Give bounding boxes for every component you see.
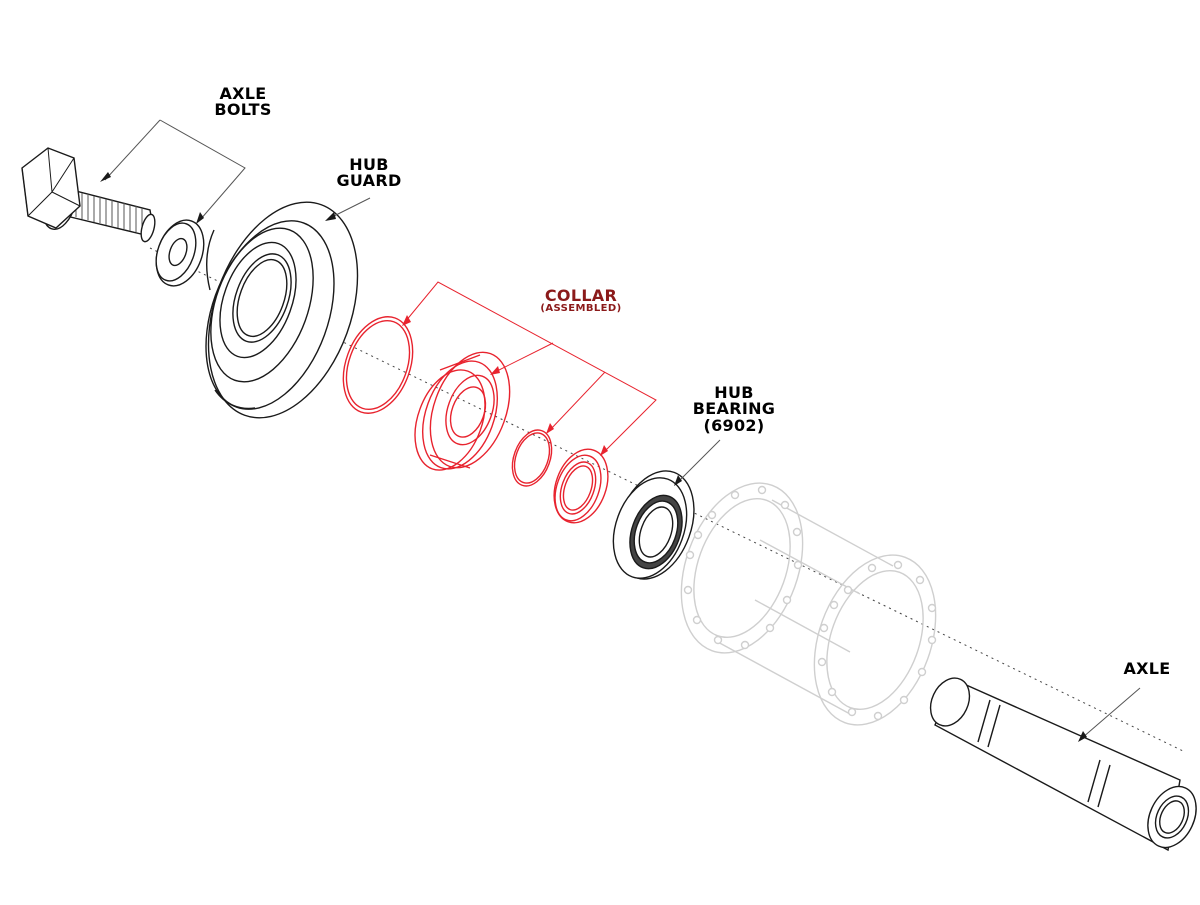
hub-guard-arrow [325, 212, 336, 221]
collar-subtitle: (ASSEMBLED) [540, 303, 622, 315]
hub-guard-label: HUB GUARD [336, 155, 402, 191]
axle-bolt-part [21, 147, 156, 243]
hub-guard-part [205, 201, 359, 419]
collar-ring-small [511, 429, 553, 487]
hub-guard-line2: GUARD [336, 171, 402, 191]
hub-bearing-line1: HUB [714, 383, 754, 402]
axle-arrow [1078, 731, 1087, 742]
collar-label: COLLAR (ASSEMBLED) [540, 286, 622, 315]
washer-part [155, 219, 205, 287]
hub-guard-leader [329, 197, 371, 219]
hub-bearing-arrow [674, 475, 682, 486]
axle-line1: AXLE [1123, 659, 1171, 678]
hub-bearing-line3: (6902) [703, 415, 765, 435]
collar-body [414, 351, 511, 471]
collar-ring-large [342, 316, 414, 414]
hub-shell-ghost [680, 482, 937, 726]
hub-guard-line1: HUB [349, 155, 389, 174]
hub-bearing-line2: BEARING [692, 399, 776, 419]
axle-leader [1081, 687, 1141, 739]
hub-bearing-label: HUB BEARING (6902) [692, 383, 776, 435]
axle-bolts-leader [104, 119, 246, 221]
axle-bolts-label: AXLE BOLTS [214, 84, 272, 120]
hub-bearing-part [612, 470, 695, 580]
axle-bolts-line1: AXLE [219, 84, 267, 103]
axle-bolts-arrows [100, 172, 204, 224]
collar-leader [404, 281, 657, 453]
collar-arrows [402, 315, 608, 456]
hub-bearing-leader [677, 439, 721, 483]
axle-label: AXLE [1123, 659, 1171, 678]
collar-seal [553, 448, 609, 524]
collar-title: COLLAR [544, 286, 618, 305]
axle-part [929, 677, 1197, 852]
axle-bolts-line2: BOLTS [214, 100, 272, 120]
